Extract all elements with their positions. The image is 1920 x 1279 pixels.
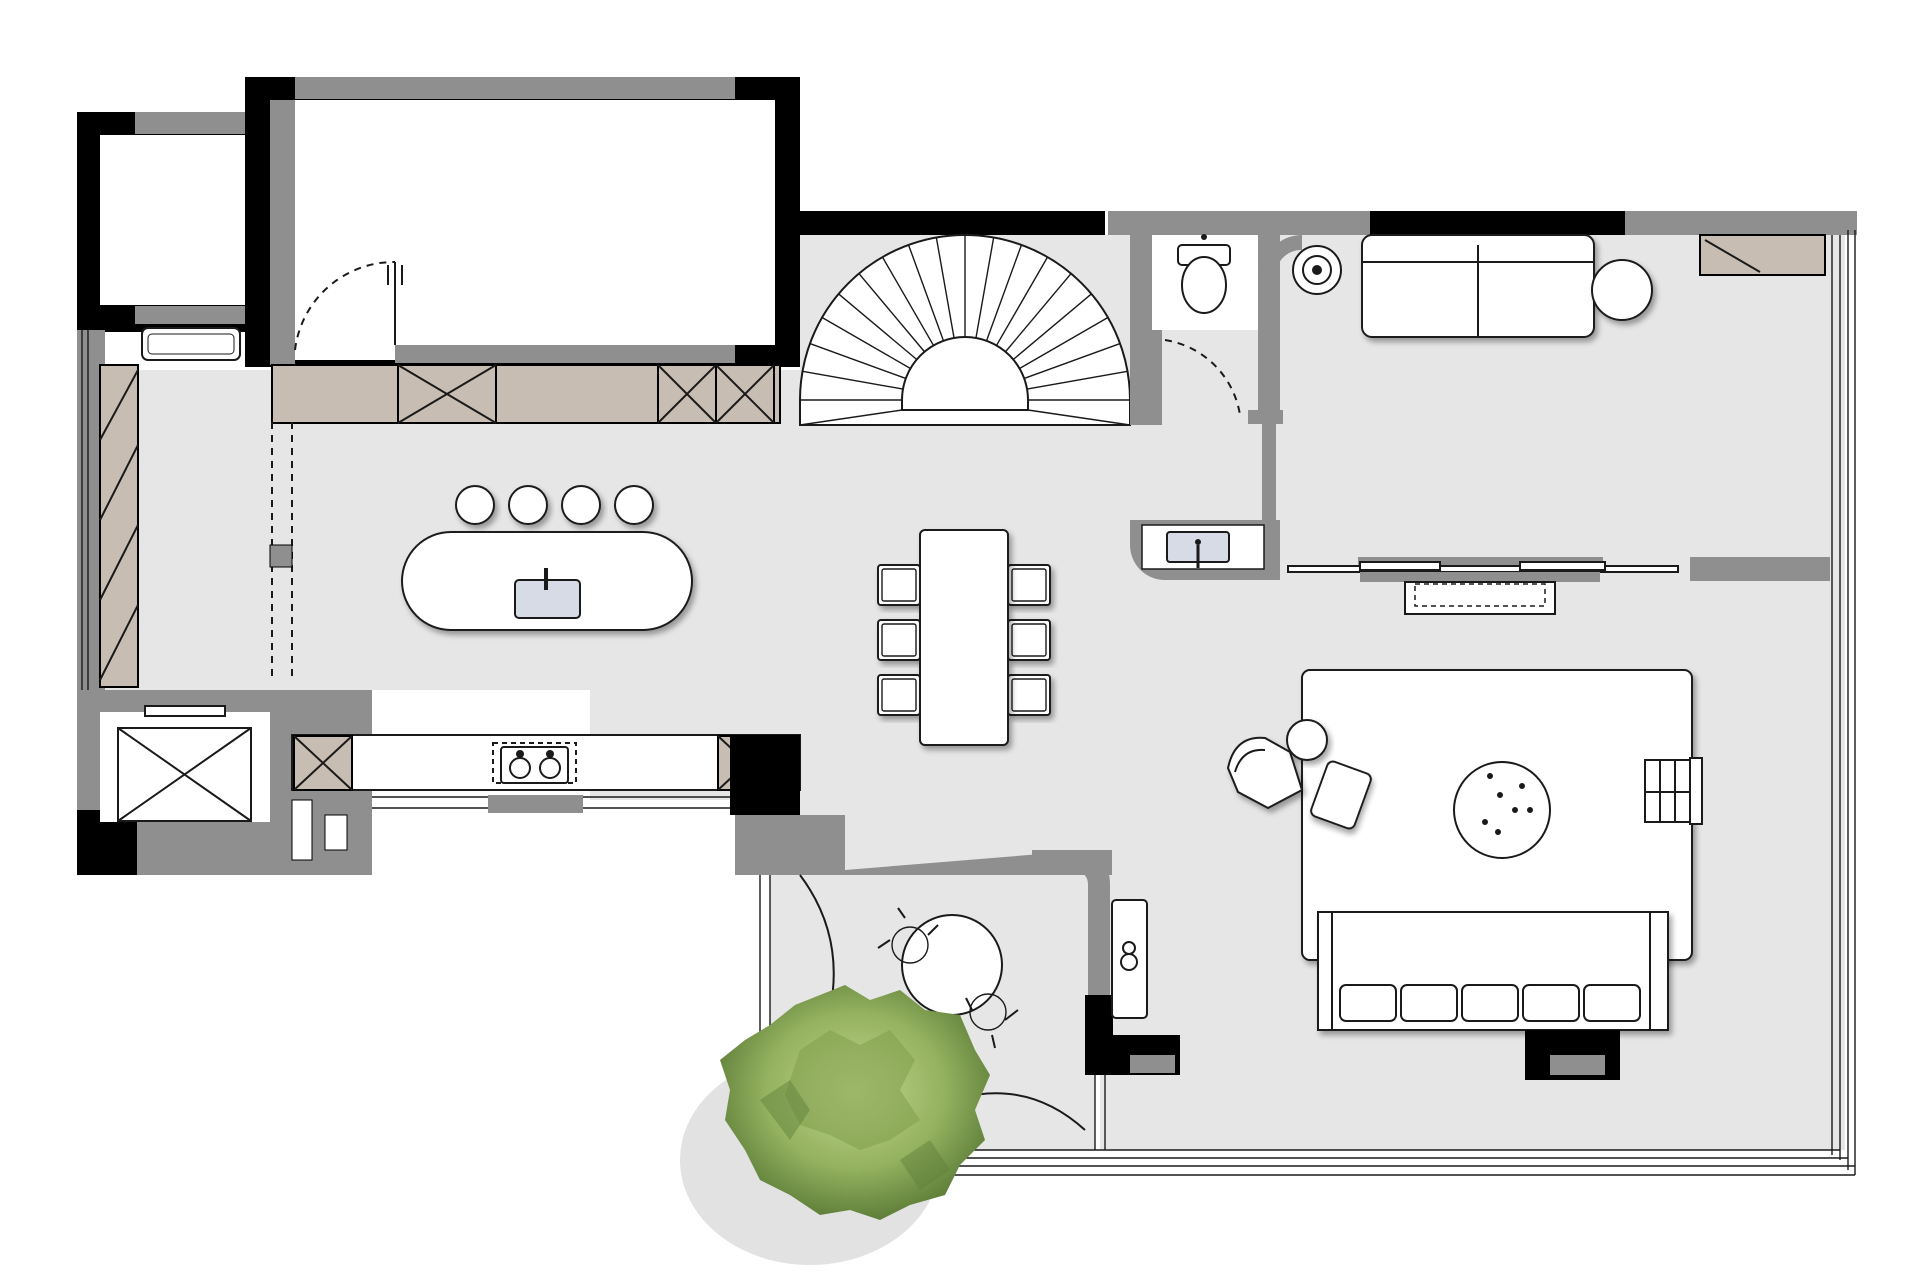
balcony bbox=[735, 815, 1180, 1159]
side-chair-icon bbox=[1644, 757, 1703, 825]
wardrobe bbox=[271, 364, 781, 424]
stair-tread bbox=[985, 244, 1023, 342]
stair-tread bbox=[975, 237, 995, 339]
stair-tread bbox=[881, 256, 935, 346]
elevator-shaft bbox=[77, 690, 292, 875]
tree-icon bbox=[680, 985, 990, 1265]
sofa-cushion bbox=[1583, 984, 1641, 1022]
sofa-cushion bbox=[1522, 984, 1580, 1022]
sofa-cushion bbox=[1339, 984, 1397, 1022]
right-wall bbox=[1831, 230, 1856, 1175]
stair-tread bbox=[802, 370, 904, 390]
bar-stools bbox=[455, 485, 654, 525]
bedroom-room bbox=[245, 77, 800, 367]
stair-tread bbox=[995, 256, 1049, 346]
sofa-cushion bbox=[1461, 984, 1519, 1022]
sliding-door bbox=[1287, 557, 1830, 615]
toilet-icon bbox=[1177, 234, 1231, 314]
bedroom-door-swing bbox=[294, 260, 396, 351]
stair-tread bbox=[1012, 293, 1092, 361]
dining-chair bbox=[877, 619, 921, 661]
stair-tread bbox=[838, 293, 918, 361]
dining-chair bbox=[877, 674, 921, 716]
stair-tread bbox=[821, 316, 911, 370]
bar-stool bbox=[508, 485, 548, 525]
sofa-top bbox=[1292, 234, 1653, 338]
armchair-icon bbox=[1226, 719, 1372, 830]
dining-chair bbox=[1007, 564, 1051, 606]
stair-tread bbox=[1026, 370, 1128, 390]
sofa-cushion bbox=[1400, 984, 1458, 1022]
stair-tread bbox=[1004, 273, 1072, 353]
floor-drain-icon bbox=[1292, 245, 1342, 295]
cooktop-icon bbox=[492, 742, 577, 784]
stair-tread bbox=[1019, 316, 1109, 370]
bar-stool bbox=[455, 485, 495, 525]
stair-tread bbox=[858, 273, 926, 353]
dining-chairs bbox=[877, 564, 1051, 716]
stair-tread bbox=[907, 244, 945, 342]
living-area bbox=[1226, 669, 1703, 1080]
bar-stool bbox=[561, 485, 601, 525]
kitchen-island bbox=[401, 485, 693, 631]
top-right-wall bbox=[1300, 211, 1857, 276]
stair-tread bbox=[1023, 342, 1121, 380]
sofa-bottom bbox=[1317, 911, 1669, 1031]
bar-stool bbox=[614, 485, 654, 525]
dining-chair bbox=[877, 564, 921, 606]
dining-area bbox=[877, 529, 1051, 746]
left-wall bbox=[77, 327, 293, 690]
spiral-staircase-icon bbox=[799, 211, 1131, 426]
stair-tread bbox=[809, 342, 907, 380]
bottom-wall bbox=[950, 1149, 1855, 1176]
dining-chair bbox=[1007, 674, 1051, 716]
stair-tread bbox=[935, 237, 955, 339]
dining-chair bbox=[1007, 619, 1051, 661]
coffee-table bbox=[1453, 761, 1551, 859]
